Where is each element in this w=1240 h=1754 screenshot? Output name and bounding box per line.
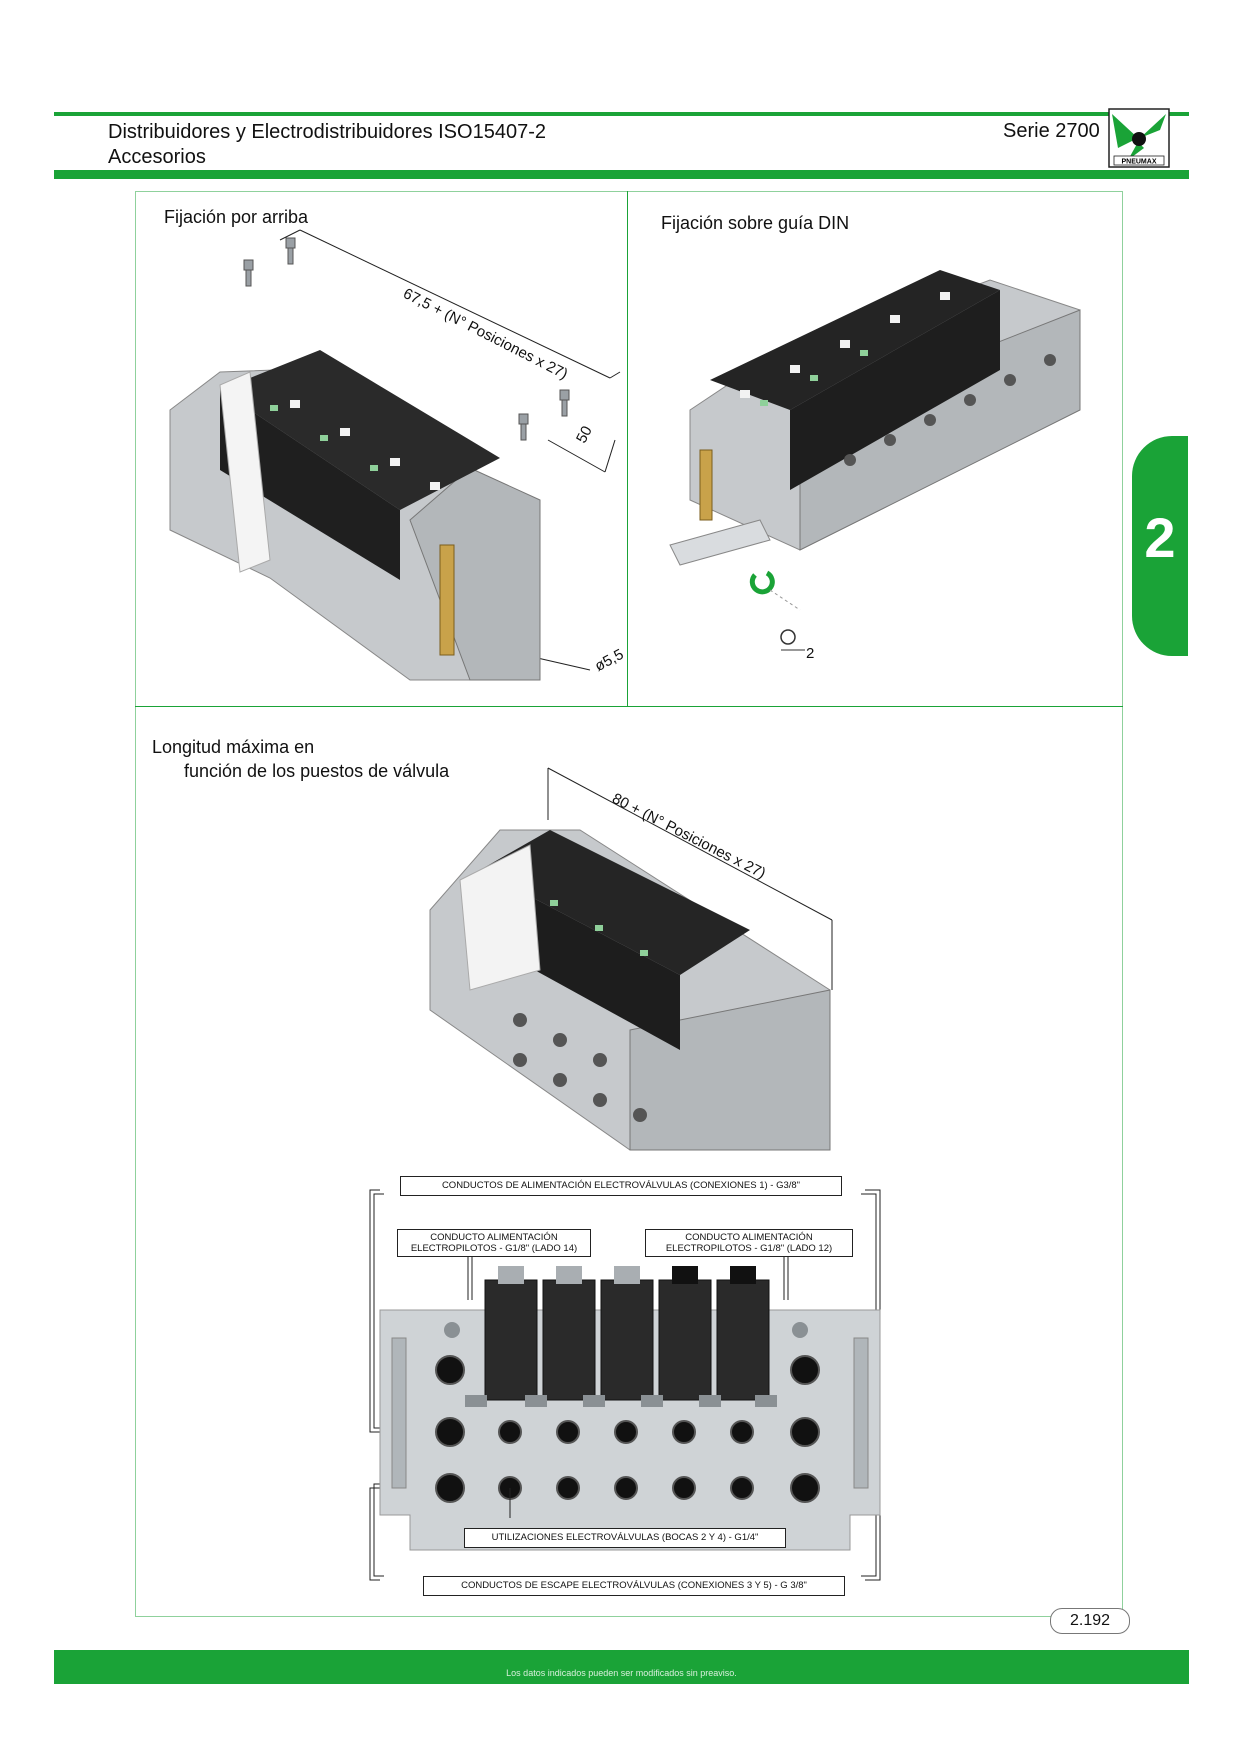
top-left-label: Fijación por arriba [164,207,309,227]
bottom-label-line1: Longitud máxima en [152,737,315,757]
pilot-right-line1: CONDUCTO ALIMENTACIÓN [685,1232,813,1243]
pilot-right-line2: ELECTROPILOTOS - G1/8" (LADO 12) [665,1243,833,1254]
content-frame [135,191,1123,1617]
section-divider-vertical [627,191,628,706]
supply-main-label: CONDUCTOS DE ALIMENTACIÓN ELECTROVÁLVULA… [400,1176,842,1196]
chapter-tab-number: 2 [1144,506,1176,569]
chapter-tab [1132,436,1188,656]
exhaust-label: CONDUCTOS DE ESCAPE ELECTROVÁLVULAS (CON… [423,1576,845,1596]
section-divider-horizontal [135,706,1123,707]
max-length-illustration [429,767,833,1151]
header-title-line2: Accesorios [108,146,206,168]
header-title-line1: Distribuidores y Electrodistribuidores I… [108,121,546,143]
pneumax-logo: PNEUMAX [1108,108,1170,168]
page-number: 2.192 [1050,1608,1130,1634]
footer-bar [54,1650,1189,1684]
logo-text: PNEUMAX [1121,159,1156,166]
top-fixing-illustration [169,229,621,681]
pilot-left-line1: CONDUCTO ALIMENTACIÓN [430,1232,558,1243]
top-right-label: Fijación sobre guía DIN [661,213,850,233]
header-top-rule [54,112,1189,116]
header-bottom-rule [54,170,1189,179]
outputs-label: UTILIZACIONES ELECTROVÁLVULAS (BOCAS 2 Y… [464,1528,786,1548]
footer-note: Los datos indicados pueden ser modificad… [506,1668,737,1678]
pilot-right-label: CONDUCTO ALIMENTACIÓN ELECTROPILOTOS - G… [645,1229,853,1257]
pilot-left-line2: ELECTROPILOTOS - G1/8" (LADO 14) [410,1243,578,1254]
din-key-dimension: 2 [806,645,815,662]
port-schematic [369,1189,881,1581]
screw-icon [243,237,570,441]
bottom-label-line2: función de los puestos de válvula [184,761,450,781]
header-title: Distribuidores y Electrodistribuidores I… [108,120,546,170]
header-series: Serie 2700 [1003,120,1100,142]
din-rail-illustration [669,270,1081,651]
pilot-left-label: CONDUCTO ALIMENTACIÓN ELECTROPILOTOS - G… [397,1229,591,1257]
